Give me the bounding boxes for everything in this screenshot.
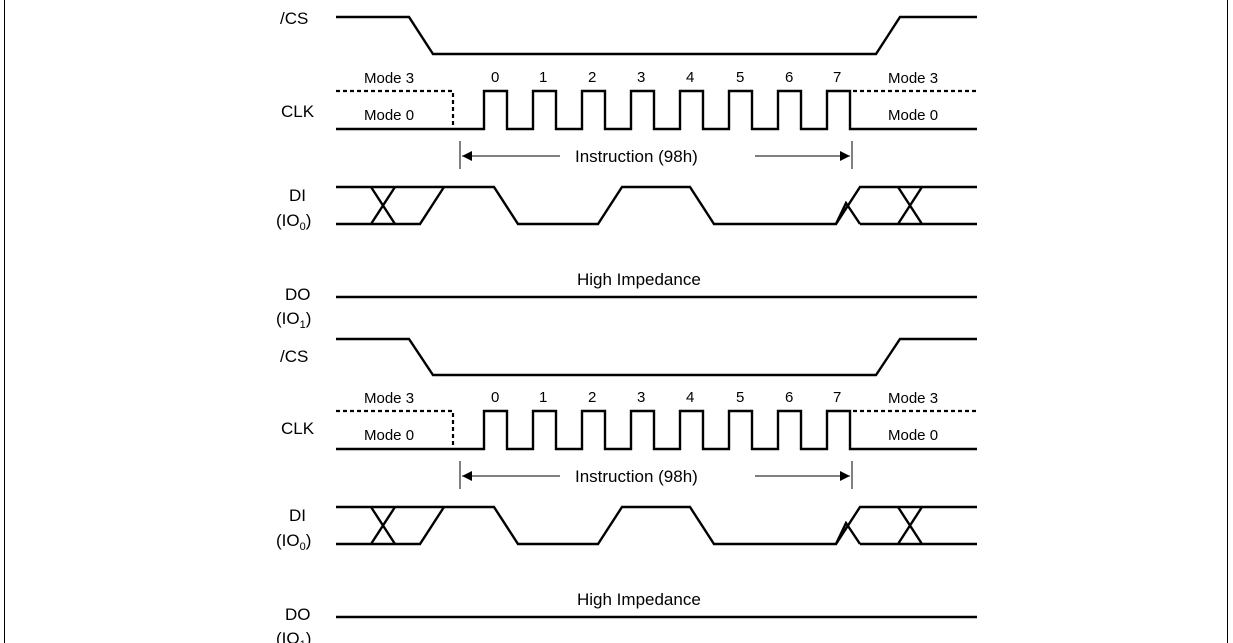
cs-label: /CS [280,347,308,366]
clk-mode3-left-label: Mode 3 [364,390,414,407]
di-invalid-right [834,186,977,226]
clk-bit-label: 0 [491,389,499,406]
di-io-label: (IO0) [276,211,311,233]
di-invalid-right [834,506,977,546]
di-io-label: (IO0) [276,531,311,553]
di-label: DI [289,186,306,205]
do-io-label: (IO1) [276,629,311,643]
clk-bit-label: 2 [588,389,596,406]
clk-bit-label: 4 [686,389,694,406]
do-label: DO [285,285,311,304]
clk-waveform [336,89,977,131]
clk-bit-label: 5 [736,69,744,86]
instruction-label: Instruction (98h) [575,467,698,486]
do-state-label: High Impedance [577,270,701,289]
di-label: DI [289,506,306,525]
clk-bit-label: 7 [833,69,841,86]
clk-mode0-right-label: Mode 0 [888,427,938,444]
cs-waveform [336,15,977,56]
di-invalid-left [336,186,446,226]
do-label: DO [285,605,311,624]
clk-bit-label: 6 [785,69,793,86]
clk-bit-label: 1 [539,69,547,86]
do-state-label: High Impedance [577,590,701,609]
clk-mode3-right-label: Mode 3 [888,70,938,87]
di-waveform [336,505,977,546]
clk-mode3-left-label: Mode 3 [364,70,414,87]
cs-label: /CS [280,9,308,28]
clk-bit-label: 3 [637,389,645,406]
di-waveform [336,185,977,226]
clk-waveform [336,409,977,451]
clk-label: CLK [281,102,315,121]
clk-bit-label: 2 [588,69,596,86]
timing-panel-1: /CS CLK Mode 3 Mode 0 Mode 3 Mode 0 0 1 … [276,9,977,331]
di-invalid-left [336,506,446,546]
do-io-label: (IO1) [276,309,311,331]
diagram-frame [4,0,1228,643]
instruction-label: Instruction (98h) [575,147,698,166]
timing-panel-2: /CS CLK Mode 3 Mode 0 Mode 3 Mode 0 0 1 … [276,337,977,643]
clk-mode3-left-dashed [336,89,455,129]
clk-bit-label: 7 [833,389,841,406]
clk-label: CLK [281,419,315,438]
clk-bit-label: 1 [539,389,547,406]
clk-mode0-left-label: Mode 0 [364,107,414,124]
clk-mode3-left-dashed [336,409,455,449]
clk-mode0-left-label: Mode 0 [364,427,414,444]
clk-mode3-right-label: Mode 3 [888,390,938,407]
clk-mode0-right-label: Mode 0 [888,107,938,124]
clk-bit-label: 5 [736,389,744,406]
cs-waveform [336,337,977,377]
clk-bit-label: 6 [785,389,793,406]
clk-bit-label: 4 [686,69,694,86]
clk-bit-label: 3 [637,69,645,86]
clk-bit-label: 0 [491,69,499,86]
